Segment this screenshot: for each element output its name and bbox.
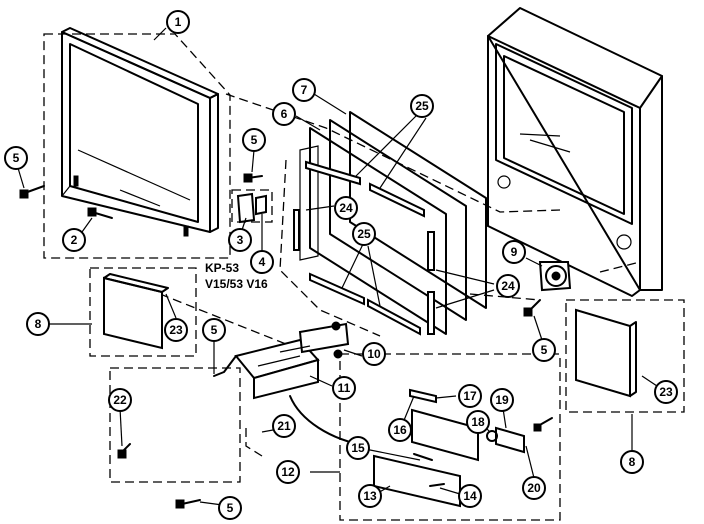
callout-21: 21 xyxy=(272,414,296,438)
svg-text:6: 6 xyxy=(281,107,288,121)
svg-text:10: 10 xyxy=(367,347,381,361)
callout-8-left: 8 xyxy=(26,312,50,336)
svg-text:25: 25 xyxy=(357,227,371,241)
callout-5-top-left: 5 xyxy=(4,146,28,170)
callout-23-left: 23 xyxy=(164,318,188,342)
callout-23-right: 23 xyxy=(654,380,678,404)
svg-text:14: 14 xyxy=(463,489,477,503)
front-bezel xyxy=(43,27,231,259)
svg-text:3: 3 xyxy=(237,233,244,247)
callout-16: 16 xyxy=(388,418,412,442)
callout-18: 18 xyxy=(466,410,490,434)
svg-text:18: 18 xyxy=(471,415,485,429)
svg-text:12: 12 xyxy=(281,465,295,479)
svg-text:19: 19 xyxy=(495,393,509,407)
cover-plate-left xyxy=(89,267,197,357)
svg-text:8: 8 xyxy=(35,317,42,331)
model-note-line2: V15/53 V16 xyxy=(205,277,268,291)
svg-text:17: 17 xyxy=(463,389,477,403)
callout-24-right: 24 xyxy=(496,274,520,298)
callout-24-left: 24 xyxy=(334,196,358,220)
callout-7: 7 xyxy=(292,78,316,102)
callout-19: 19 xyxy=(490,388,514,412)
speaker xyxy=(538,261,572,292)
svg-text:24: 24 xyxy=(339,201,353,215)
callout-5-right: 5 xyxy=(532,338,556,362)
svg-text:4: 4 xyxy=(259,255,266,269)
screws xyxy=(19,173,553,509)
callout-5-center: 5 xyxy=(202,318,226,342)
lower-parts-group xyxy=(109,353,561,521)
callout-9: 9 xyxy=(502,240,526,264)
svg-text:5: 5 xyxy=(13,151,20,165)
svg-text:5: 5 xyxy=(227,501,234,515)
leader-lines xyxy=(17,27,661,507)
svg-text:9: 9 xyxy=(511,245,518,259)
svg-text:5: 5 xyxy=(211,323,218,337)
svg-text:5: 5 xyxy=(541,343,548,357)
callout-25-top: 25 xyxy=(410,94,434,118)
svg-text:7: 7 xyxy=(301,83,308,97)
svg-text:2: 2 xyxy=(71,233,78,247)
callout-2: 2 xyxy=(62,228,86,252)
rear-cabinet xyxy=(487,7,663,297)
callout-14: 14 xyxy=(458,484,482,508)
svg-text:22: 22 xyxy=(113,393,127,407)
callout-5-bottom: 5 xyxy=(218,496,242,520)
cover-plate-right xyxy=(565,299,685,413)
callout-8-right: 8 xyxy=(620,450,644,474)
svg-text:16: 16 xyxy=(393,423,407,437)
callout-6: 6 xyxy=(272,102,296,126)
svg-text:15: 15 xyxy=(351,441,365,455)
callout-1: 1 xyxy=(166,10,190,34)
callout-5-upper-mid: 5 xyxy=(242,128,266,152)
screen-panels xyxy=(293,111,487,336)
svg-text:1: 1 xyxy=(175,15,182,29)
svg-text:24: 24 xyxy=(501,279,515,293)
callout-10: 10 xyxy=(362,342,386,366)
callout-3: 3 xyxy=(228,228,252,252)
callout-17: 17 xyxy=(458,384,482,408)
svg-text:23: 23 xyxy=(659,385,673,399)
callout-11: 11 xyxy=(332,376,356,400)
model-note-line1: KP-53 xyxy=(205,261,239,275)
bracket-parts xyxy=(231,189,273,224)
svg-text:21: 21 xyxy=(277,419,291,433)
callout-15: 15 xyxy=(346,436,370,460)
svg-text:20: 20 xyxy=(527,481,541,495)
callout-25-mid: 25 xyxy=(352,222,376,246)
bracket-assembly xyxy=(213,322,350,400)
callout-4: 4 xyxy=(250,250,274,274)
svg-text:5: 5 xyxy=(251,133,258,147)
svg-text:25: 25 xyxy=(415,99,429,113)
svg-text:23: 23 xyxy=(169,323,183,337)
model-note: KP-53 V15/53 V16 xyxy=(205,261,268,291)
callout-22: 22 xyxy=(108,388,132,412)
svg-text:13: 13 xyxy=(363,489,377,503)
svg-text:11: 11 xyxy=(338,381,351,395)
svg-text:8: 8 xyxy=(629,455,636,469)
callout-12: 12 xyxy=(276,460,300,484)
callout-13: 13 xyxy=(358,484,382,508)
callout-20: 20 xyxy=(522,476,546,500)
